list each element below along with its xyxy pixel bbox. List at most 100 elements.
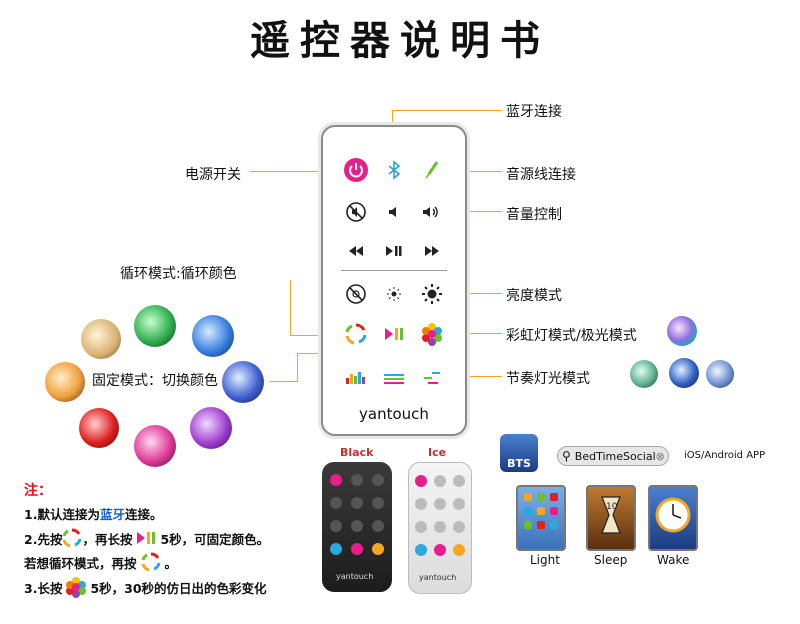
app-search-text: BedTimeSocial — [574, 449, 656, 463]
power-icon — [343, 157, 369, 183]
color-orb — [81, 319, 121, 359]
volume-up-icon — [372, 497, 384, 509]
remote-ice: yantouch — [408, 462, 472, 594]
label-bluetooth: 蓝牙连接 — [506, 104, 562, 120]
app-caption-light: Light — [530, 553, 560, 567]
volume-down-icon — [434, 498, 446, 510]
brightness-low-icon — [351, 520, 363, 532]
label-power: 电源开关 — [185, 167, 241, 183]
variant-black-label: Black — [340, 446, 374, 459]
rhythm2-icon — [381, 365, 407, 391]
audio-line-icon — [372, 474, 384, 486]
variant-ice-label: Ice — [428, 446, 447, 459]
power-icon — [330, 474, 342, 486]
color-orb — [630, 360, 658, 388]
note-3-prefix: 3.长按 — [24, 580, 63, 596]
label-rhythm: 节奏灯光模式 — [506, 371, 590, 387]
cycle-icon — [343, 321, 369, 347]
color-orb — [192, 315, 234, 357]
label-audio-line: 音源线连接 — [506, 167, 576, 183]
connector-line — [392, 110, 502, 111]
color-orb — [134, 425, 176, 467]
app-caption-wake: Wake — [657, 553, 690, 567]
brightness-low-icon — [434, 521, 446, 533]
play-pause-color-icon — [137, 532, 156, 544]
volume-up-icon — [419, 199, 445, 225]
bluetooth-icon — [381, 157, 407, 183]
label-brightness: 亮度模式 — [506, 288, 562, 304]
notes-heading: 注： — [24, 483, 52, 499]
divider — [341, 270, 447, 271]
color-orb — [45, 362, 85, 402]
note-3-suffix: 5秒，30秒的仿日出的色彩变化 — [90, 580, 267, 596]
mute-icon — [343, 199, 369, 225]
note-2-suffix: 5秒，可固定颜色。 — [160, 531, 270, 547]
color-orb — [706, 360, 734, 388]
cycle-icon — [330, 543, 342, 555]
rainbow-icon — [419, 321, 445, 347]
remote-black-brand: yantouch — [336, 572, 374, 581]
app-screen-sleep: 10 — [586, 485, 636, 551]
remote-brand: yantouch — [359, 405, 429, 423]
brightness-high-icon — [419, 281, 445, 307]
connector-line — [270, 381, 298, 382]
note-1-prefix: 1.默认连接为 — [24, 507, 100, 522]
fast-forward-icon — [419, 238, 445, 264]
color-orb — [134, 305, 176, 347]
brightness-low-icon — [381, 281, 407, 307]
audio-line-icon — [419, 157, 445, 183]
connector-line — [297, 353, 298, 381]
power-icon — [415, 475, 427, 487]
brightness-high-icon — [372, 520, 384, 532]
connector-line — [290, 280, 291, 335]
rhythm1-icon — [343, 365, 369, 391]
remote-diagram: yantouch — [321, 125, 467, 436]
app-logo: BTS — [500, 434, 538, 472]
note-1-highlight: 蓝牙 — [99, 507, 125, 522]
rainbow-icon — [372, 543, 384, 555]
play-pause-color-icon — [351, 543, 363, 555]
note-1: 1.默认连接为蓝牙连接。 — [24, 504, 162, 523]
volume-down-icon — [381, 199, 407, 225]
app-screen-wake — [648, 485, 698, 551]
color-orb — [190, 407, 232, 449]
search-icon: ⚲ — [562, 449, 571, 463]
brightness-high-icon — [453, 521, 465, 533]
label-rainbow: 彩虹灯模式/极光模式 — [506, 328, 637, 344]
page-title: 遥控器说明书 — [250, 17, 550, 64]
label-fixed: 固定模式：切换颜色 — [92, 373, 218, 389]
remote-black: yantouch — [322, 462, 392, 592]
note-2b: 若想循环模式，再按 。 — [24, 552, 177, 572]
note-2: 2.先按 ，再长按 5秒，可固定颜色。 — [24, 528, 269, 548]
mute-icon — [330, 497, 342, 509]
cycle-icon — [141, 552, 160, 572]
play-pause-color-icon — [381, 321, 407, 347]
app-screen-light — [516, 485, 566, 551]
bluetooth-icon — [351, 474, 363, 486]
note-2-mid: ，再长按 — [82, 531, 133, 547]
app-platform: iOS/Android APP — [684, 450, 766, 461]
color-orb — [669, 358, 699, 388]
audio-line-icon — [453, 475, 465, 487]
note-2b-suffix: 。 — [164, 555, 178, 571]
note-1-suffix: 连接。 — [124, 507, 163, 522]
app-caption-sleep: Sleep — [594, 553, 628, 567]
label-volume: 音量控制 — [506, 207, 562, 223]
light-off-icon — [415, 521, 427, 533]
light-off-icon — [343, 281, 369, 307]
volume-up-icon — [453, 498, 465, 510]
note-2-prefix: 2.先按 — [24, 531, 63, 547]
app-search-box[interactable]: ⚲ BedTimeSocial ⊗ — [557, 446, 669, 466]
bluetooth-icon — [434, 475, 446, 487]
color-orb — [222, 361, 264, 403]
connector-line — [445, 376, 502, 377]
rewind-icon — [343, 238, 369, 264]
note-3: 3.长按 5秒，30秒的仿日出的色彩变化 — [24, 576, 267, 598]
rainbow-icon — [66, 577, 87, 598]
mute-icon — [415, 498, 427, 510]
remote-ice-brand: yantouch — [419, 573, 457, 582]
rhythm3-icon — [419, 365, 445, 391]
volume-down-icon — [351, 497, 363, 509]
connector-line — [290, 335, 342, 336]
play-pause-icon — [381, 238, 407, 264]
